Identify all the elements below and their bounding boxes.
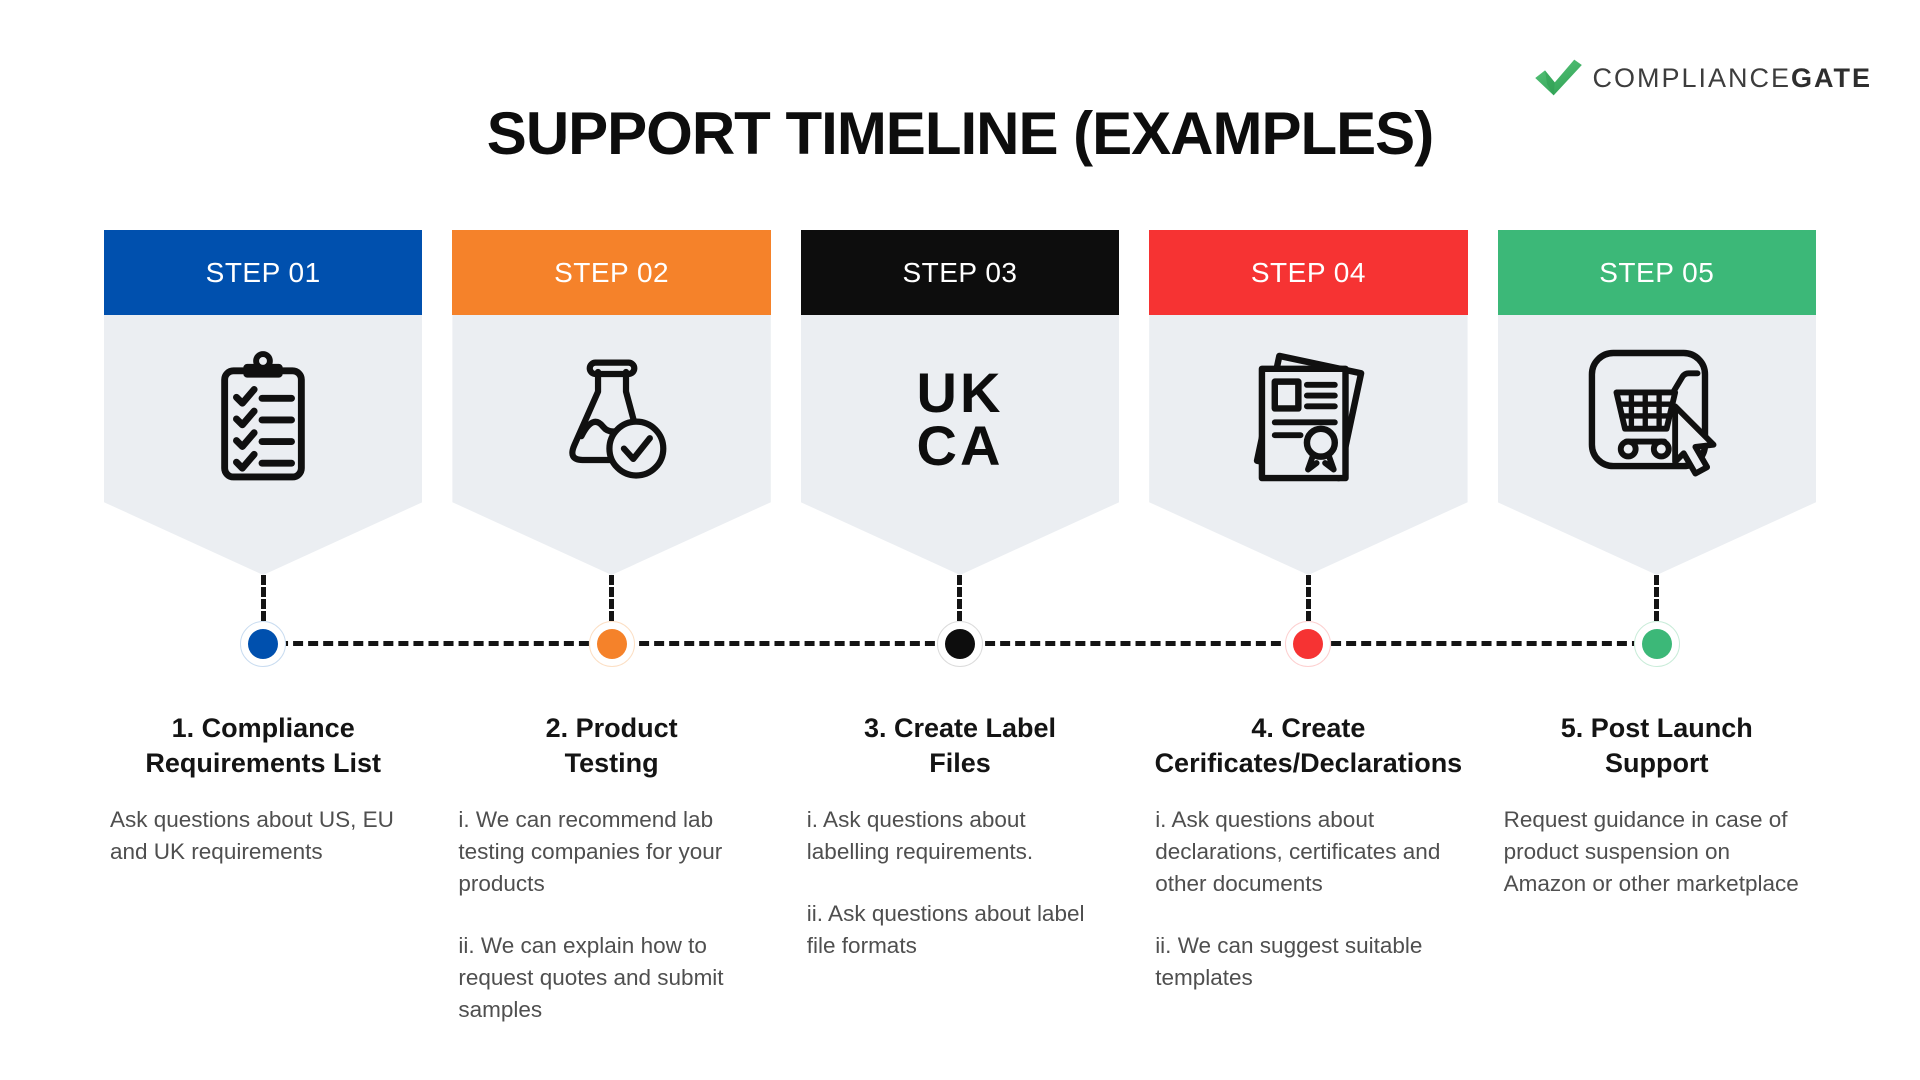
green-checkmark-icon: [1535, 59, 1583, 96]
step-column: STEP 02 2. Product Testing i. We can rec…: [452, 230, 771, 1056]
timeline-dot: [248, 629, 279, 659]
step-paragraph: i. Ask questions about labelling require…: [806, 807, 1034, 865]
step-body: i. Ask questions about labelling require…: [801, 804, 1119, 992]
timeline-vertical-dash: [260, 575, 266, 621]
timeline-dot-ring: [588, 621, 635, 667]
step-panel: [104, 315, 423, 575]
certificate-documents-icon: [1254, 352, 1365, 482]
compliancegate-logo: COMPLIANCEGATE: [1532, 52, 1872, 104]
timeline-dot: [1293, 629, 1324, 659]
step-heading: 2. Product Testing: [545, 713, 678, 778]
timeline-dot: [596, 629, 627, 659]
checklist-clipboard-icon: [221, 351, 305, 481]
step-body: i. We can recommend lab testing companie…: [452, 804, 770, 1056]
timeline-section: STEP 01 1. Compliance Requirements List …: [0, 230, 1920, 1056]
step-column: STEP 04 4. Create Cerificates/Declaratio…: [1149, 230, 1468, 1056]
step-header: STEP 05: [1497, 230, 1816, 315]
step-paragraph: ii. We can suggest suitable templates: [1155, 932, 1423, 990]
timeline-dot: [1641, 629, 1672, 659]
logo-brand-bold: GATE: [1791, 62, 1872, 93]
step-paragraph: i. We can recommend lab testing companie…: [458, 807, 723, 896]
step-panel: [452, 315, 771, 575]
step-icon: [178, 337, 348, 497]
step-panel: UK CA: [800, 315, 1120, 575]
step-heading: 5. Post Launch Support: [1560, 713, 1753, 778]
step-label: STEP 02: [554, 256, 670, 288]
timeline-dot-ring: [936, 621, 983, 667]
step-label: STEP 03: [902, 256, 1018, 288]
step-column: STEP 01 1. Compliance Requirements List …: [104, 230, 423, 1056]
step-paragraph: Ask questions about US, EU and UK requir…: [110, 807, 394, 865]
step-paragraph: ii. We can explain how to request quotes…: [458, 932, 724, 1022]
step-header: STEP 01: [104, 230, 423, 315]
step-column: STEP 03 UK CA 3. Create Label Files i. A…: [800, 230, 1120, 1056]
step-body: i. Ask questions about declarations, cer…: [1149, 804, 1467, 1024]
logo-brand-regular: COMPLIANCE: [1592, 62, 1791, 93]
step-icon: [1572, 337, 1742, 497]
timeline-dot: [944, 629, 975, 659]
step-heading: 4. Create Cerificates/Declarations: [1154, 713, 1463, 778]
timeline-dot-ring: [240, 621, 287, 667]
steps-grid: STEP 01 1. Compliance Requirements List …: [104, 230, 1816, 1056]
timeline-vertical-dash: [1654, 575, 1660, 621]
timeline-vertical-dash: [957, 575, 963, 621]
step-label: STEP 05: [1599, 256, 1715, 288]
step-body: Ask questions about US, EU and UK requir…: [104, 804, 422, 898]
step-label: STEP 04: [1250, 256, 1366, 288]
step-header: STEP 04: [1149, 230, 1468, 315]
cart-click-icon: [1588, 349, 1717, 477]
step-paragraph: ii. Ask questions about label file forma…: [806, 900, 1085, 958]
timeline-vertical-dash: [1305, 575, 1311, 621]
logo-wordmark: COMPLIANCEGATE: [1592, 63, 1872, 94]
step-panel: [1497, 315, 1816, 575]
step-icon: [527, 337, 697, 497]
step-body: Request guidance in case of product susp…: [1498, 804, 1816, 930]
step-panel: [1149, 315, 1468, 575]
timeline-dot-ring: [1633, 621, 1680, 667]
step-heading: 3. Create Label Files: [863, 713, 1057, 778]
step-header: STEP 03: [800, 230, 1120, 315]
step-heading: 1. Compliance Requirements List: [145, 713, 381, 778]
timeline-vertical-dash: [609, 575, 615, 621]
step-header: STEP 02: [452, 230, 771, 315]
step-paragraph: i. Ask questions about declarations, cer…: [1155, 807, 1441, 896]
step-icon: [1223, 337, 1393, 497]
ukca-mark-icon: UK CA: [916, 361, 1004, 477]
step-column: STEP 05 5. Post Launch Support Request g…: [1497, 230, 1816, 1056]
lab-flask-icon: [569, 359, 667, 479]
timeline-dot-ring: [1285, 621, 1332, 667]
step-paragraph: Request guidance in case of product susp…: [1503, 807, 1799, 896]
step-label: STEP 01: [205, 256, 321, 288]
page-title: SUPPORT TIMELINE (EXAMPLES): [486, 100, 1434, 167]
step-icon: UK CA: [875, 337, 1045, 497]
